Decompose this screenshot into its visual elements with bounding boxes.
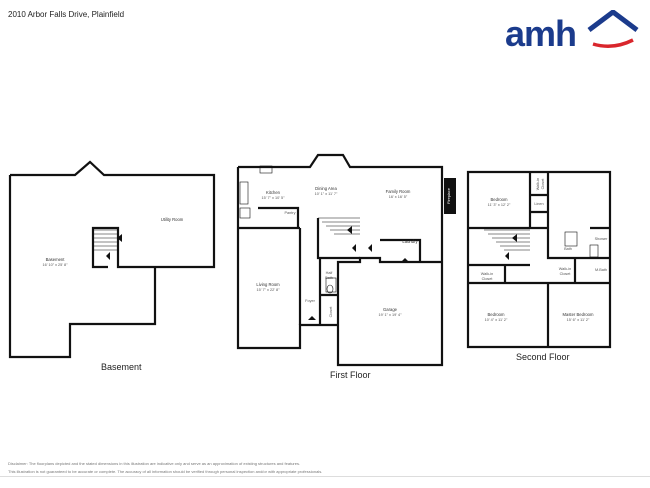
first-floor-inner xyxy=(238,206,422,325)
kitchen-dims: 15' 7" x 10' 5" xyxy=(262,196,286,200)
living-room-label: Living Room xyxy=(256,282,280,287)
disclaimer-line-1: Disclaimer: The floorplans depicted and … xyxy=(8,461,301,466)
bedroom-1-dims: 11' 3" x 12' 2" xyxy=(488,203,511,207)
bedroom-2-dims: 10' 4" x 11' 2" xyxy=(485,318,508,322)
linen-label: Linen xyxy=(534,202,543,206)
garage-dims: 19' 1" x 19' 4" xyxy=(379,313,403,317)
first-floor-label: First Floor xyxy=(330,370,371,380)
closet-label: Closet xyxy=(329,306,333,318)
basement-room-label: Basement xyxy=(46,257,66,262)
walkin-closet-3-label-2: Closet xyxy=(482,277,494,281)
dining-dims: 10' 1" x 11' 7" xyxy=(315,192,338,196)
basement-room-dims: 16' 10" x 25' 8" xyxy=(42,263,68,267)
family-room-label: Family Room xyxy=(386,189,411,194)
property-address: 2010 Arbor Falls Drive, Plainfield xyxy=(8,10,125,19)
walkin-closet-3-label-1: Walk-in xyxy=(481,272,494,276)
walkin-closet-1-label-1: Walk-in xyxy=(536,178,540,191)
half-bath-label-1: Half xyxy=(326,271,334,275)
kitchen-label: Kitchen xyxy=(266,190,281,195)
stairs xyxy=(93,217,530,251)
dining-label: Dining Area xyxy=(315,186,337,191)
walkin-closet-2-label-1: Walk-in xyxy=(559,267,572,271)
walkin-closet-2-label-2: Closet xyxy=(560,272,572,276)
garage-label: Garage xyxy=(383,307,398,312)
first-floor-outline xyxy=(236,153,444,367)
bath-label: Bath xyxy=(564,247,572,251)
laundry-label: Laundry xyxy=(402,239,418,244)
master-bedroom-label: Master Bedroom xyxy=(563,312,594,317)
stair-arrows xyxy=(106,226,517,320)
living-room-dims: 15' 7" x 22' 8" xyxy=(257,288,281,292)
walkin-closet-1-label-2: Closet xyxy=(541,178,545,190)
pantry-label: Pantry xyxy=(285,211,296,215)
second-floor-outline xyxy=(466,170,612,349)
bedroom-1-label: Bedroom xyxy=(491,197,509,202)
amh-logo: amh xyxy=(505,10,640,52)
disclaimer-line-2: This illustration is not guaranteed to b… xyxy=(8,469,323,474)
fireplace xyxy=(444,178,456,214)
fireplace-label: Fireplace xyxy=(447,188,451,204)
basement-outline xyxy=(8,160,216,359)
logo-roof-icon xyxy=(587,10,639,48)
master-bedroom-dims: 15' 6" x 11' 2" xyxy=(567,318,590,322)
shower-label: Shower xyxy=(595,237,609,241)
family-room-dims: 16' x 16' 5" xyxy=(389,195,408,199)
utility-room-label: Utility Room xyxy=(161,217,184,222)
half-bath-label-2: Bath xyxy=(325,276,333,280)
footer-divider xyxy=(0,476,650,477)
fixtures xyxy=(239,165,599,294)
logo-wordmark: amh xyxy=(505,13,577,54)
master-bath-label: M.Bath xyxy=(595,268,607,272)
bedroom-2-label: Bedroom xyxy=(488,312,506,317)
basement-floor-label: Basement xyxy=(101,362,142,372)
second-floor-inner xyxy=(468,172,610,347)
second-floor-label: Second Floor xyxy=(516,352,570,362)
foyer-label: Foyer xyxy=(305,299,315,303)
